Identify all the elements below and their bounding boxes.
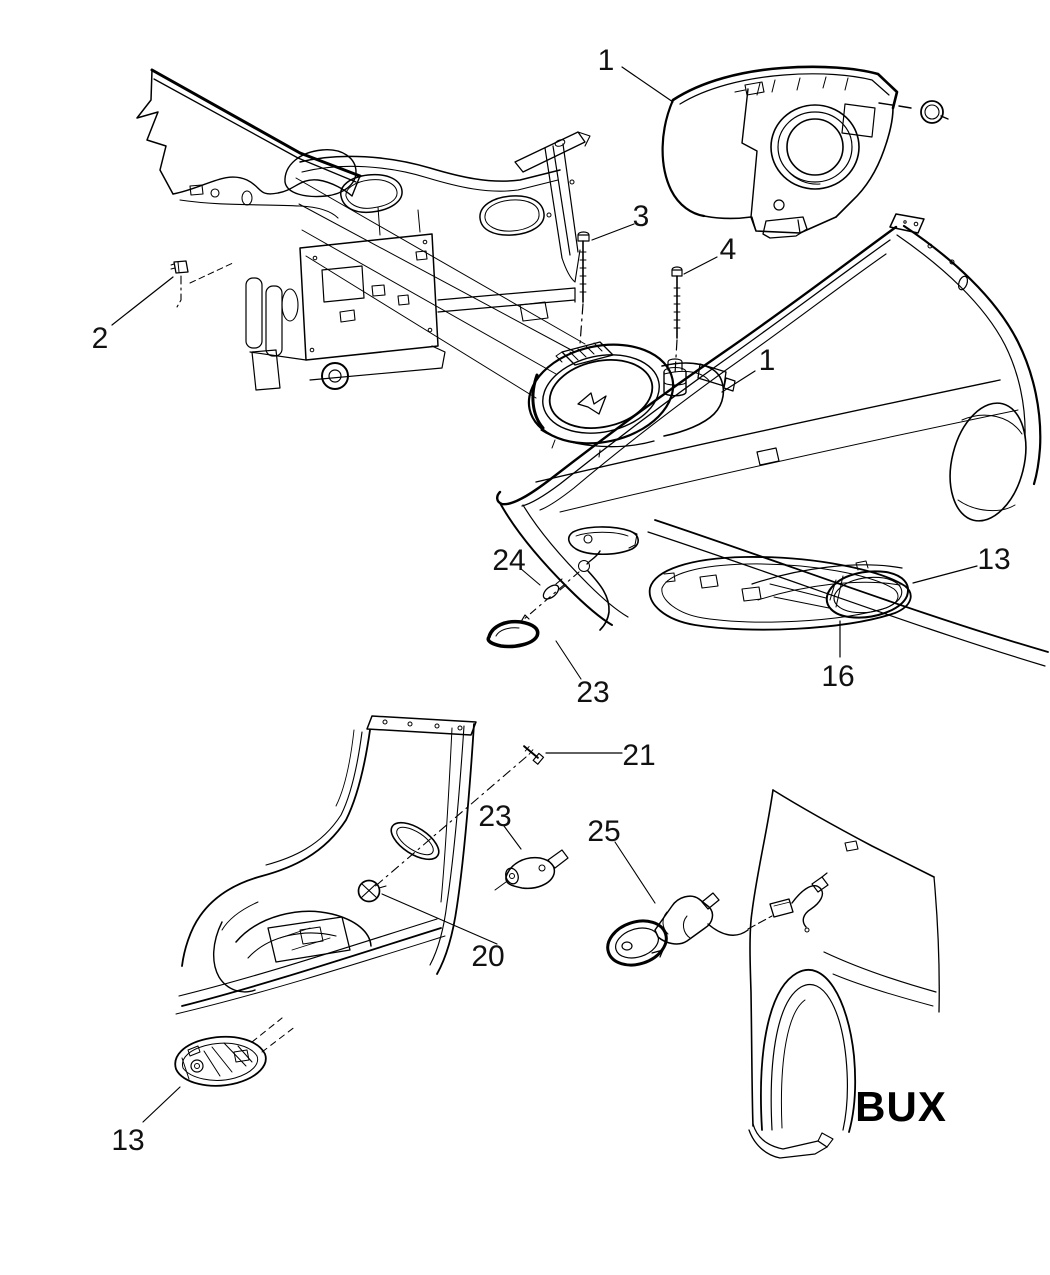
screw-21 — [523, 745, 623, 765]
callout-labels: 1 2 3 4 1 24 23 13 16 21 23 25 20 13 — [92, 44, 1011, 1157]
bulb-socket-25 — [606, 892, 749, 967]
retaining-clip — [170, 260, 236, 308]
screw-4 — [671, 266, 683, 375]
callout-clip: 2 — [92, 322, 109, 355]
headlamp-cap-clip — [878, 100, 949, 124]
bulb-24 — [542, 578, 567, 600]
front-bumper-fascia — [496, 213, 1049, 667]
callout-marker-13-right: 13 — [977, 543, 1010, 576]
front-fender-right — [748, 789, 940, 1159]
radiator-support — [245, 131, 808, 391]
callout-marker-23-rear: 23 — [478, 800, 511, 833]
callout-grommet-20: 20 — [471, 940, 504, 973]
callout-screw-4: 4 — [720, 233, 737, 266]
side-marker-lamp-left — [174, 1035, 267, 1087]
leader-lines — [111, 66, 978, 1123]
side-marker-lamp-right — [825, 560, 909, 658]
side-marker-lamp-rear — [494, 849, 569, 891]
callout-screw-21: 21 — [622, 739, 655, 772]
wiring-connector — [747, 872, 829, 933]
grommet-20 — [357, 879, 387, 903]
callout-mount-16: 16 — [821, 660, 854, 693]
callout-marker-13-left: 13 — [111, 1124, 144, 1157]
callout-screw-3: 3 — [633, 200, 650, 233]
figure-code: BUX — [855, 1083, 947, 1130]
fog-lamp-assembly — [527, 341, 736, 458]
marker-housing-front — [522, 526, 639, 631]
callout-fog-lamp: 1 — [759, 344, 776, 377]
screw-3 — [577, 231, 590, 345]
callout-socket-25: 25 — [587, 815, 620, 848]
bumper-end-inner-view — [175, 715, 527, 1053]
headlamp-assembly — [661, 65, 899, 234]
side-marker-lens-front — [486, 614, 540, 649]
callout-lens-23-front: 23 — [576, 676, 609, 709]
front-fender-sheet — [136, 68, 362, 219]
callout-headlamp: 1 — [598, 44, 615, 77]
alignment-lines — [295, 177, 586, 399]
callout-bulb-24: 24 — [492, 544, 525, 577]
